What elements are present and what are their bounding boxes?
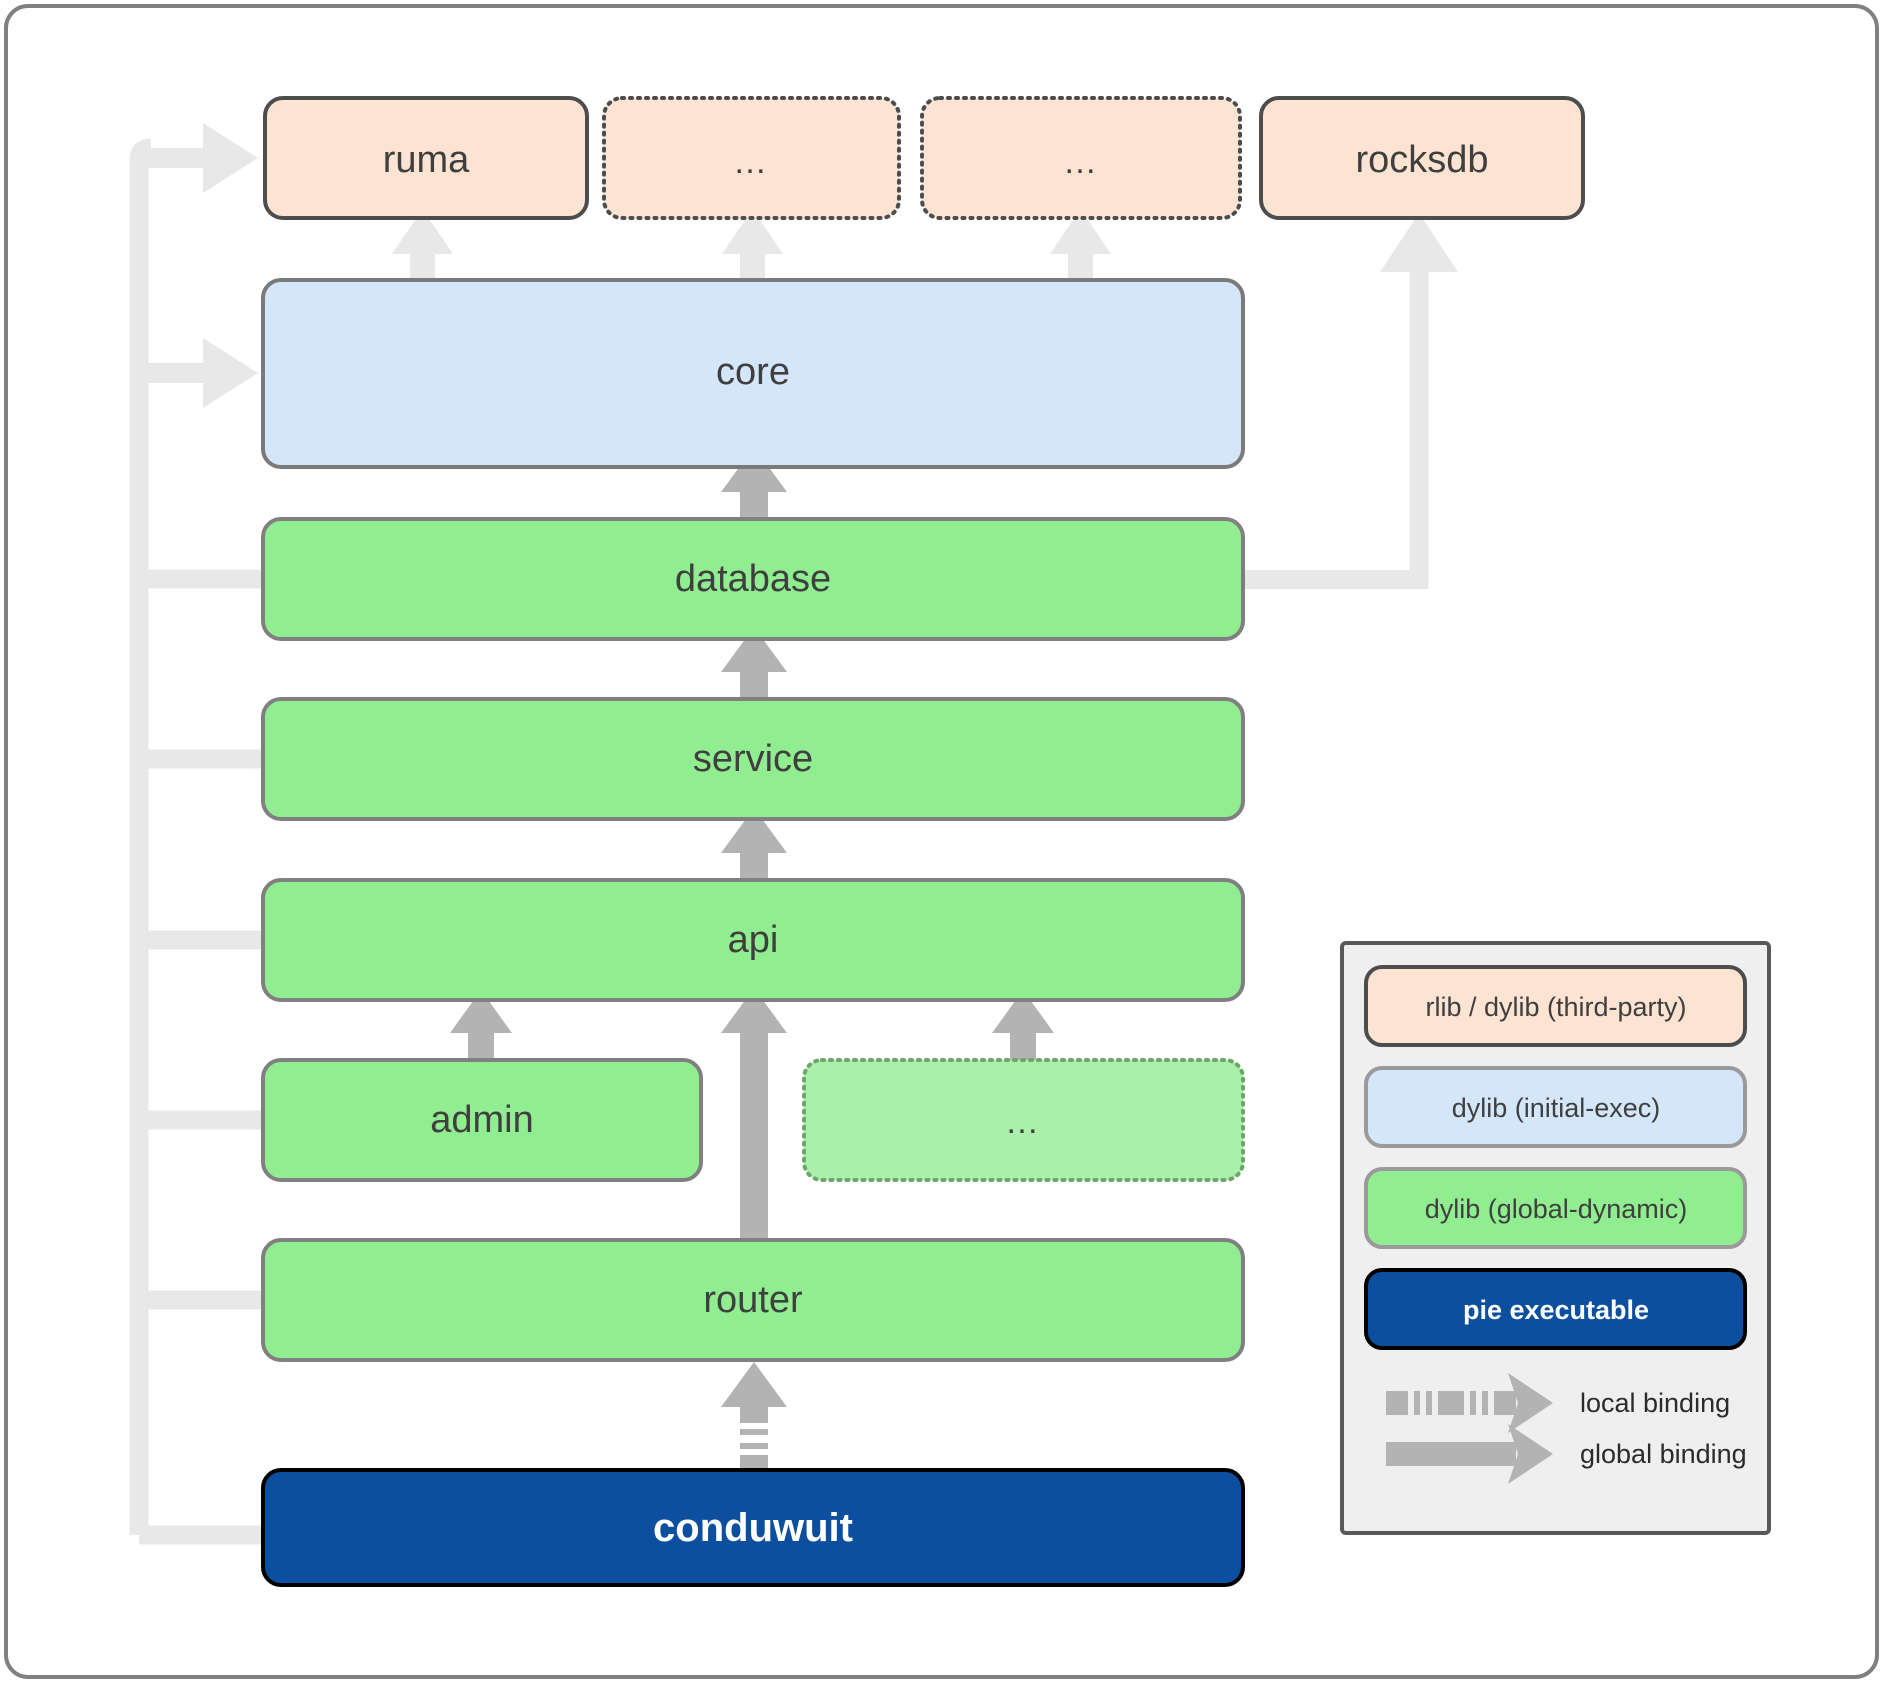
- edge-api-service: [721, 808, 787, 883]
- edge-db-rocksdb-horizontal: [1243, 570, 1419, 589]
- node-api[interactable]: api: [261, 878, 1245, 1002]
- edge-database-rocksdb: [1243, 213, 1458, 589]
- node-rocksdb[interactable]: rocksdb: [1259, 96, 1585, 220]
- node-conduwuit[interactable]: conduwuit: [261, 1468, 1245, 1587]
- legend-binding-global-label: global binding: [1580, 1439, 1747, 1469]
- legend-swatch-third-party: rlib / dylib (third-party): [1364, 965, 1747, 1047]
- edge-admin-api: [450, 990, 512, 1063]
- legend-binding-local: local binding: [1386, 1373, 1730, 1433]
- node-api-label: api: [728, 919, 779, 961]
- node-thirdparty-placeholder-2-label: …: [1063, 143, 1099, 181]
- node-router[interactable]: router: [261, 1238, 1245, 1362]
- core-to-thirdparty-edges: [392, 209, 1111, 282]
- node-database[interactable]: database: [261, 517, 1245, 641]
- node-service[interactable]: service: [261, 697, 1245, 821]
- legend-swatch-initial-exec: dylib (initial-exec): [1364, 1066, 1747, 1148]
- node-ruma[interactable]: ruma: [263, 96, 589, 220]
- edge-ext-api: [992, 990, 1054, 1063]
- node-extension-placeholder[interactable]: …: [802, 1058, 1245, 1182]
- edge-service-database: [721, 627, 787, 702]
- global-binding-arrow-icon: [1386, 1424, 1553, 1484]
- node-ruma-label: ruma: [383, 139, 470, 181]
- node-database-label: database: [675, 558, 831, 600]
- node-rocksdb-label: rocksdb: [1355, 139, 1488, 181]
- bus-edge-ruma: [139, 123, 258, 193]
- edge-core-tp1: [722, 209, 783, 282]
- legend-swatch-global-dynamic-label: dylib (global-dynamic): [1425, 1194, 1688, 1224]
- local-binding-arrow-icon: [1386, 1373, 1553, 1433]
- node-conduwuit-label: conduwuit: [653, 1506, 853, 1550]
- legend-binding-global: global binding: [1386, 1424, 1747, 1484]
- edge-router-api: [721, 988, 787, 1242]
- node-admin[interactable]: admin: [261, 1058, 703, 1182]
- edge-db-rocksdb-vertical: [1409, 265, 1429, 589]
- legend-swatch-third-party-label: rlib / dylib (third-party): [1425, 992, 1686, 1022]
- node-service-label: service: [693, 738, 813, 780]
- legend-binding-local-label: local binding: [1580, 1388, 1730, 1418]
- legend-panel: rlib / dylib (third-party) dylib (initia…: [1340, 941, 1771, 1535]
- node-router-label: router: [703, 1279, 803, 1321]
- legend-swatch-initial-exec-label: dylib (initial-exec): [1452, 1093, 1661, 1123]
- legend-swatch-pie-executable: pie executable: [1364, 1268, 1747, 1350]
- node-core[interactable]: core: [261, 278, 1245, 469]
- node-thirdparty-placeholder-1-label: …: [733, 143, 769, 181]
- bus-edge-core: [139, 338, 258, 408]
- node-thirdparty-placeholder-2[interactable]: …: [920, 96, 1242, 220]
- legend-swatch-global-dynamic: dylib (global-dynamic): [1364, 1167, 1747, 1249]
- node-extension-placeholder-label: …: [1005, 1103, 1041, 1141]
- legend-swatch-pie-executable-label: pie executable: [1463, 1295, 1649, 1325]
- edge-core-tp2: [1050, 209, 1111, 282]
- node-admin-label: admin: [430, 1099, 534, 1141]
- edge-database-core: [721, 447, 787, 522]
- edge-db-rocksdb-arrowhead: [1380, 213, 1458, 272]
- edge-core-ruma: [392, 209, 453, 282]
- node-thirdparty-placeholder-1[interactable]: …: [602, 96, 901, 220]
- left-bus-arrowed-edges: [139, 123, 258, 408]
- node-core-label: core: [716, 351, 790, 393]
